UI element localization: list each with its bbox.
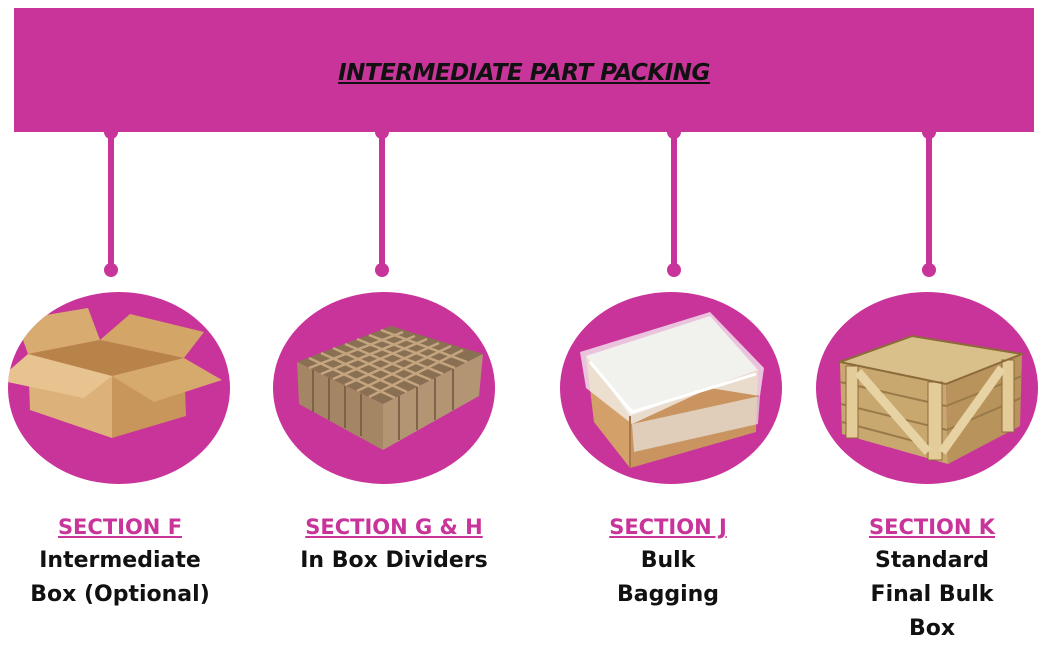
caption-section-gh: SECTION G & H In Box Dividers — [274, 510, 514, 578]
cardboard-grid-divider-image — [297, 326, 483, 450]
section-k-desc-line-2: Final Bulk — [870, 582, 994, 607]
open-cardboard-box-image — [8, 308, 222, 438]
connector-section-j — [667, 125, 681, 277]
circle-section-k — [816, 292, 1038, 484]
connector-section-k — [922, 125, 936, 277]
wooden-crate-image — [836, 334, 1026, 464]
section-gh-desc-line-1: In Box Dividers — [300, 548, 488, 573]
caption-section-f: SECTION F Intermediate Box (Optional) — [0, 510, 240, 612]
section-f-label[interactable]: SECTION F — [57, 515, 183, 539]
section-f-desc-line-1: Intermediate — [39, 548, 201, 573]
section-j-desc-line-2: Bagging — [616, 582, 720, 607]
section-gh-label[interactable]: SECTION G & H — [305, 515, 483, 539]
section-f-desc-line-2: Box (Optional) — [30, 582, 210, 607]
section-k-desc-line-3: Box — [908, 616, 956, 641]
banner-title: INTERMEDIATE PART PACKING — [338, 60, 710, 86]
caption-section-k: SECTION K Standard Final Bulk Box — [812, 510, 1046, 646]
section-j-label[interactable]: SECTION J — [609, 515, 727, 539]
section-k-desc-line-1: Standard — [874, 548, 990, 573]
title-banner: INTERMEDIATE PART PACKING — [14, 8, 1034, 132]
connector-section-f — [104, 125, 118, 277]
section-j-desc-line-1: Bulk — [640, 548, 696, 573]
box-with-plastic-liner-image — [580, 312, 764, 468]
section-k-label[interactable]: SECTION K — [868, 515, 996, 539]
circle-section-f — [8, 292, 230, 484]
connector-section-gh — [375, 125, 389, 277]
circle-section-j — [560, 292, 782, 484]
circle-section-gh — [273, 292, 495, 484]
caption-section-j: SECTION J Bulk Bagging — [548, 510, 788, 612]
